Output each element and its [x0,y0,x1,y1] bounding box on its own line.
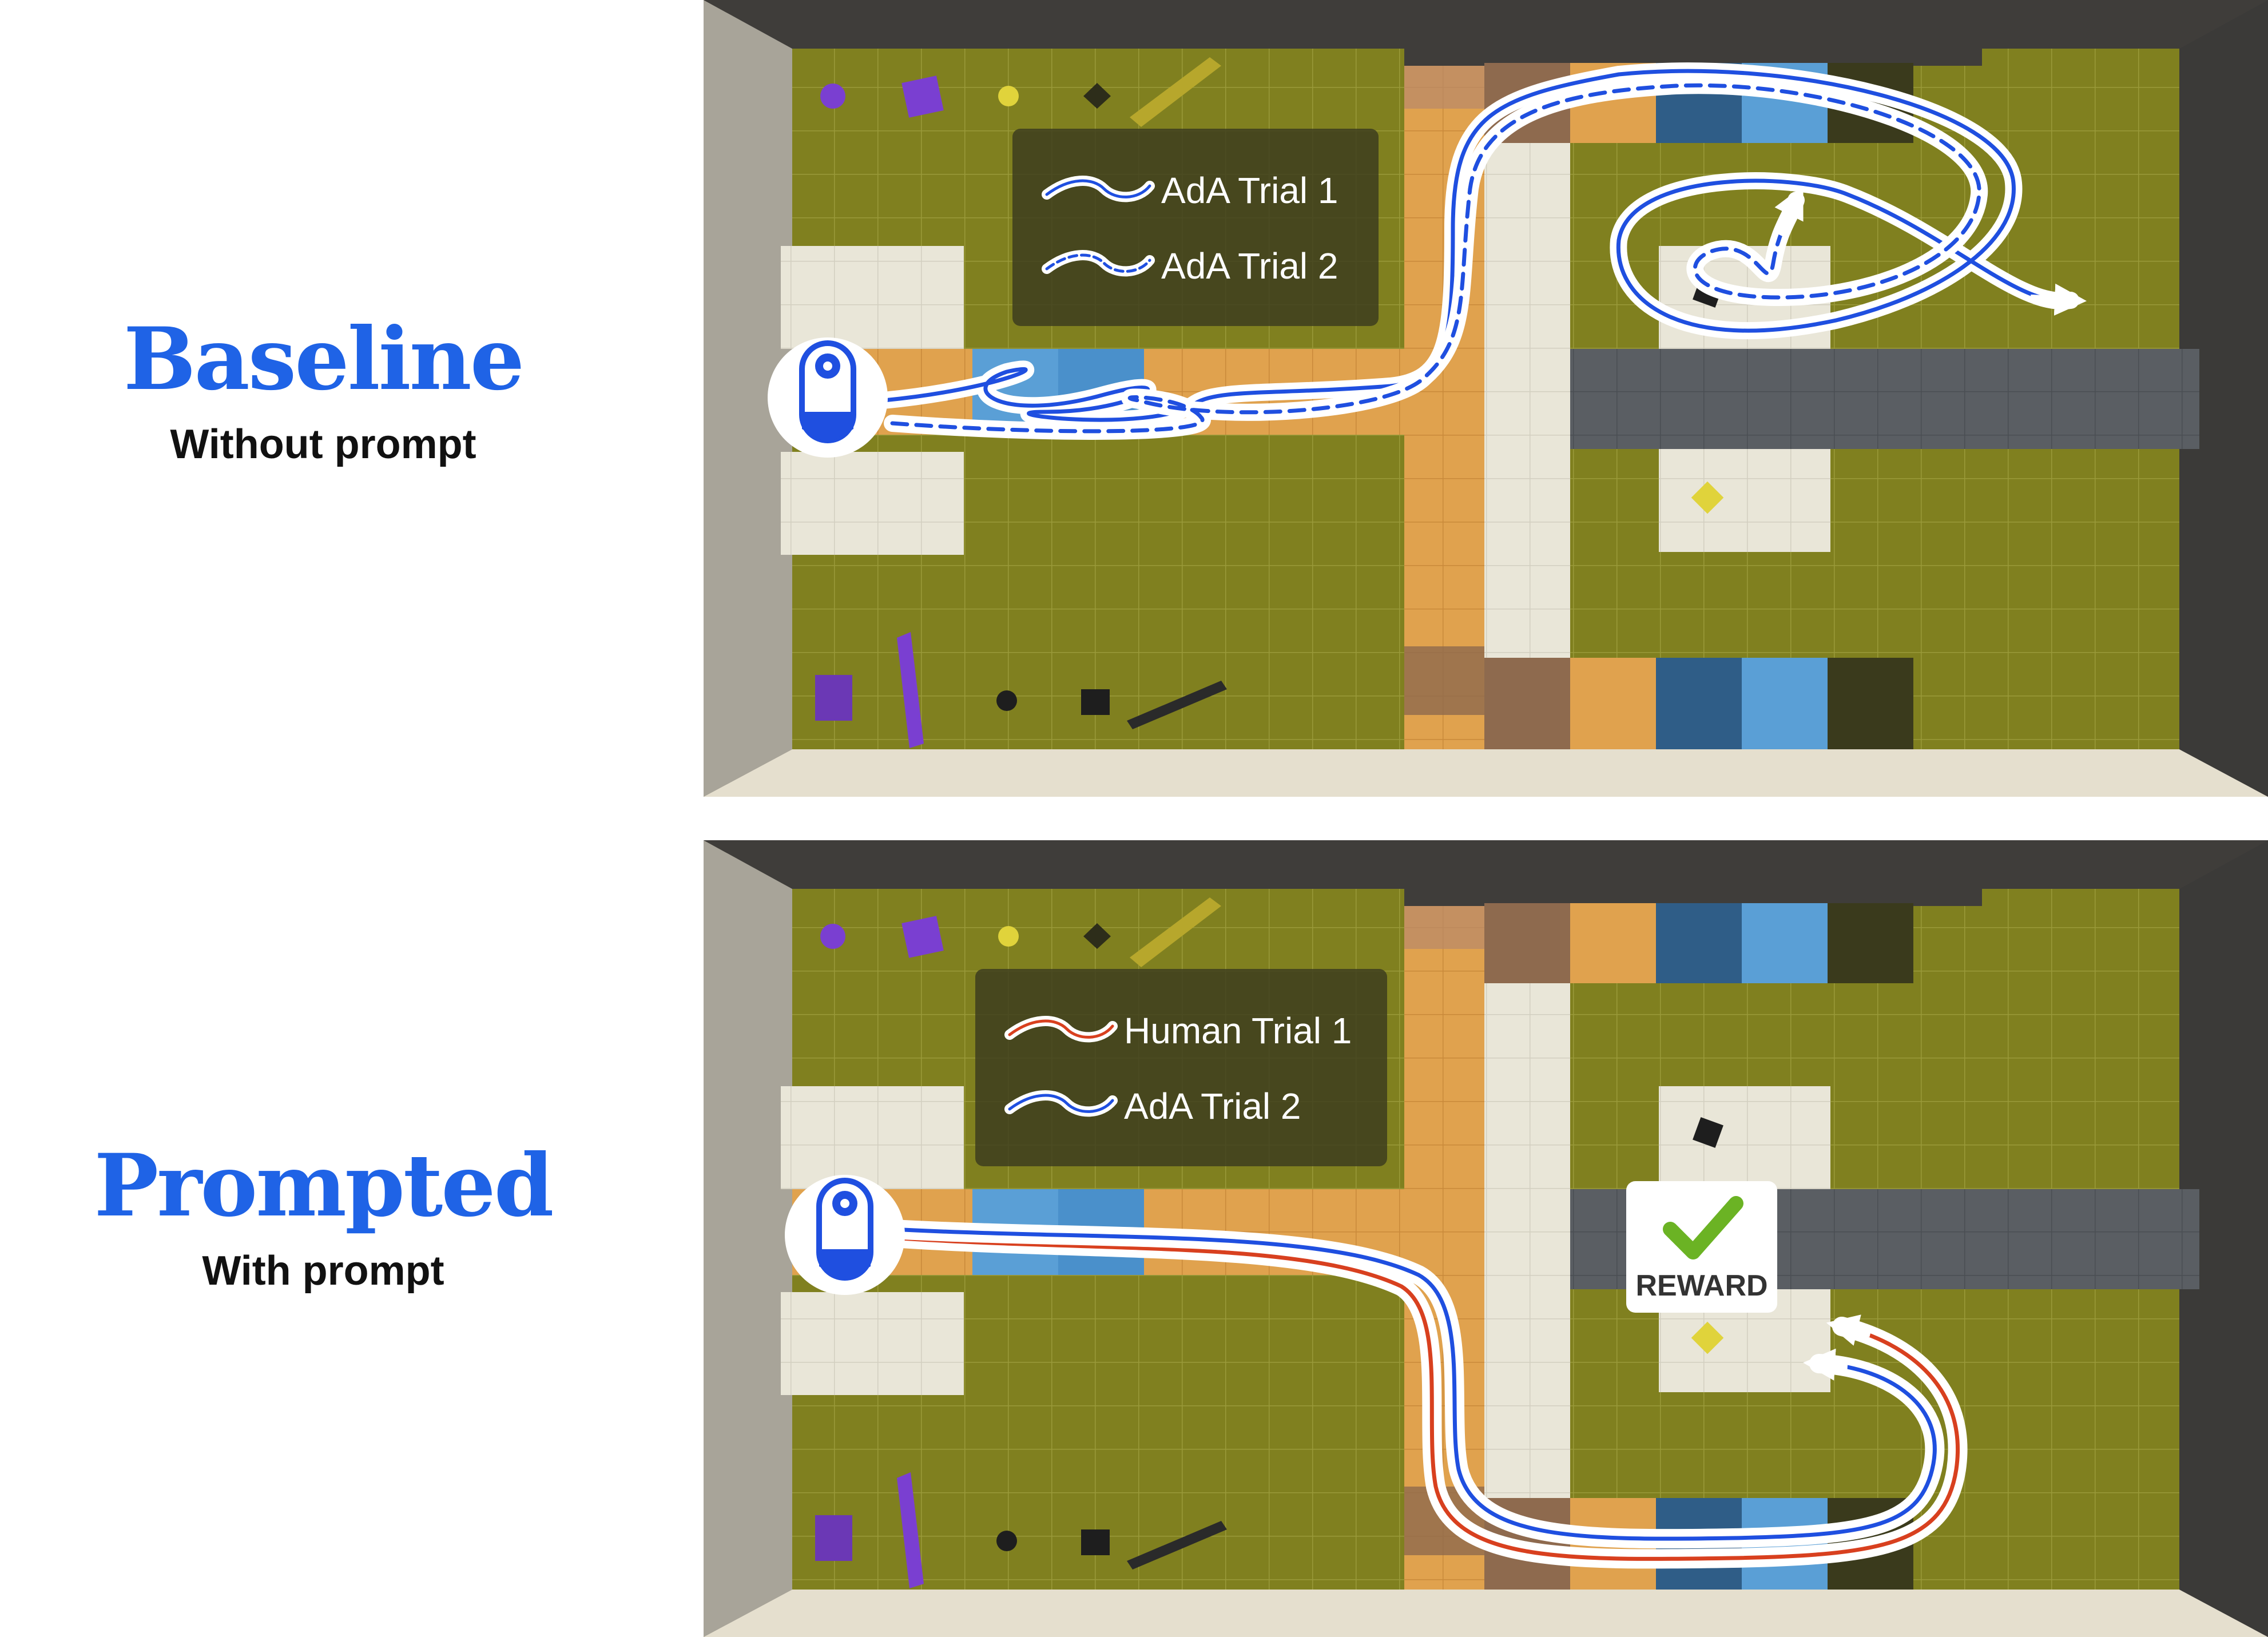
dark-pyramid-object [1083,923,1111,949]
prompted-panel: REWARD Human Trial 1 AdA Trial 2 [704,840,2268,1637]
legend-label: AdA Trial 2 [1124,1086,1301,1127]
legend-item-ada-trial-2: AdA Trial 2 [1004,1086,1301,1127]
black-sphere-object [996,690,1017,711]
legend-item-ada-trial-1: AdA Trial 1 [1042,170,1338,211]
baseline-subtitle: Without prompt [170,422,476,467]
black-pyramid-object [1081,689,1110,715]
baseline-title: Baseline [123,309,525,410]
yellow-bar-object [1130,57,1221,127]
purple-sphere-object [820,84,845,109]
black-bar-object [1127,1521,1227,1570]
check-icon [1663,1196,1743,1259]
purple-bar-object [897,1472,924,1588]
prompted-map: REWARD Human Trial 1 AdA Trial 2 [704,840,2268,1637]
prompted-label-group: Prompted With prompt [0,1135,646,1294]
purple-cube-object [901,76,944,118]
agent-icon [768,337,888,458]
baseline-trajectories [875,62,2087,440]
black-pyramid-object [1081,1529,1110,1555]
baseline-map: AdA Trial 1 AdA Trial 2 [704,0,2268,797]
baseline-panel: AdA Trial 1 AdA Trial 2 [704,0,2268,797]
agent-icon [785,1175,905,1295]
prompted-trajectories [883,1219,1968,1569]
legend-label: AdA Trial 2 [1161,245,1338,287]
yellow-cube-object [1691,481,1724,514]
dark-pyramid-object [1083,83,1111,109]
prompted-title: Prompted [94,1135,554,1236]
reward-label: REWARD [1635,1269,1767,1302]
legend-item-human-trial-1: Human Trial 1 [1004,1010,1352,1051]
yellow-cube-object [1691,1321,1724,1354]
baseline-legend: AdA Trial 1 AdA Trial 2 [1012,129,1379,326]
purple-cube-object [901,916,944,958]
black-bar-object [1127,681,1227,729]
legend-label: Human Trial 1 [1124,1010,1352,1051]
purple-sphere-object [820,924,845,949]
black-sphere-object [996,1531,1017,1551]
black-cube-object [1693,1117,1723,1148]
purple-bar-object [897,632,924,748]
prompted-legend: Human Trial 1 AdA Trial 2 [975,969,1387,1166]
yellow-sphere-object [998,926,1019,947]
legend-label: AdA Trial 1 [1161,170,1338,211]
legend-item-ada-trial-2: AdA Trial 2 [1042,245,1338,287]
baseline-label-group: Baseline Without prompt [0,309,646,468]
prompted-subtitle: With prompt [202,1248,444,1294]
purple-pyramid-object [815,1515,852,1561]
reward-badge: REWARD [1626,1181,1777,1313]
yellow-sphere-object [998,86,1019,106]
purple-pyramid-object [815,675,852,721]
yellow-bar-object [1130,897,1221,967]
